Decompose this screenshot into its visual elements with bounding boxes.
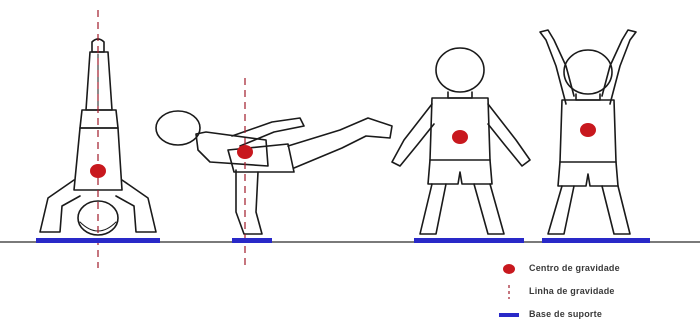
center-of-gravity-symbol — [503, 264, 515, 274]
legend-row-line-of-gravity: Linha de gravidade — [497, 285, 697, 308]
center-of-gravity-4 — [580, 123, 596, 137]
figure-arabesque — [155, 110, 393, 235]
legend-row-center-of-gravity: Centro de gravidade — [497, 262, 697, 285]
figure-headstand — [39, 38, 157, 236]
figure-standing-arms-up — [539, 29, 637, 235]
center-of-gravity-1 — [90, 164, 106, 178]
line-of-gravity-symbol — [508, 285, 510, 299]
base-of-support-label: Base de suporte — [529, 309, 603, 319]
figure-standing-arms-down — [391, 47, 531, 235]
base-of-support-3 — [414, 238, 524, 243]
base-of-support-2 — [232, 238, 272, 243]
center-of-gravity-2 — [237, 145, 253, 159]
base-of-support-1 — [36, 238, 160, 243]
legend: Centro de gravidade Linha de gravidade B… — [497, 262, 697, 331]
line-of-gravity-label: Linha de gravidade — [529, 286, 615, 296]
base-of-support-4 — [542, 238, 650, 243]
center-of-gravity-3 — [452, 130, 468, 144]
center-of-gravity-label: Centro de gravidade — [529, 263, 620, 273]
legend-row-base-of-support: Base de suporte — [497, 308, 697, 331]
base-of-support-symbol — [499, 313, 519, 317]
